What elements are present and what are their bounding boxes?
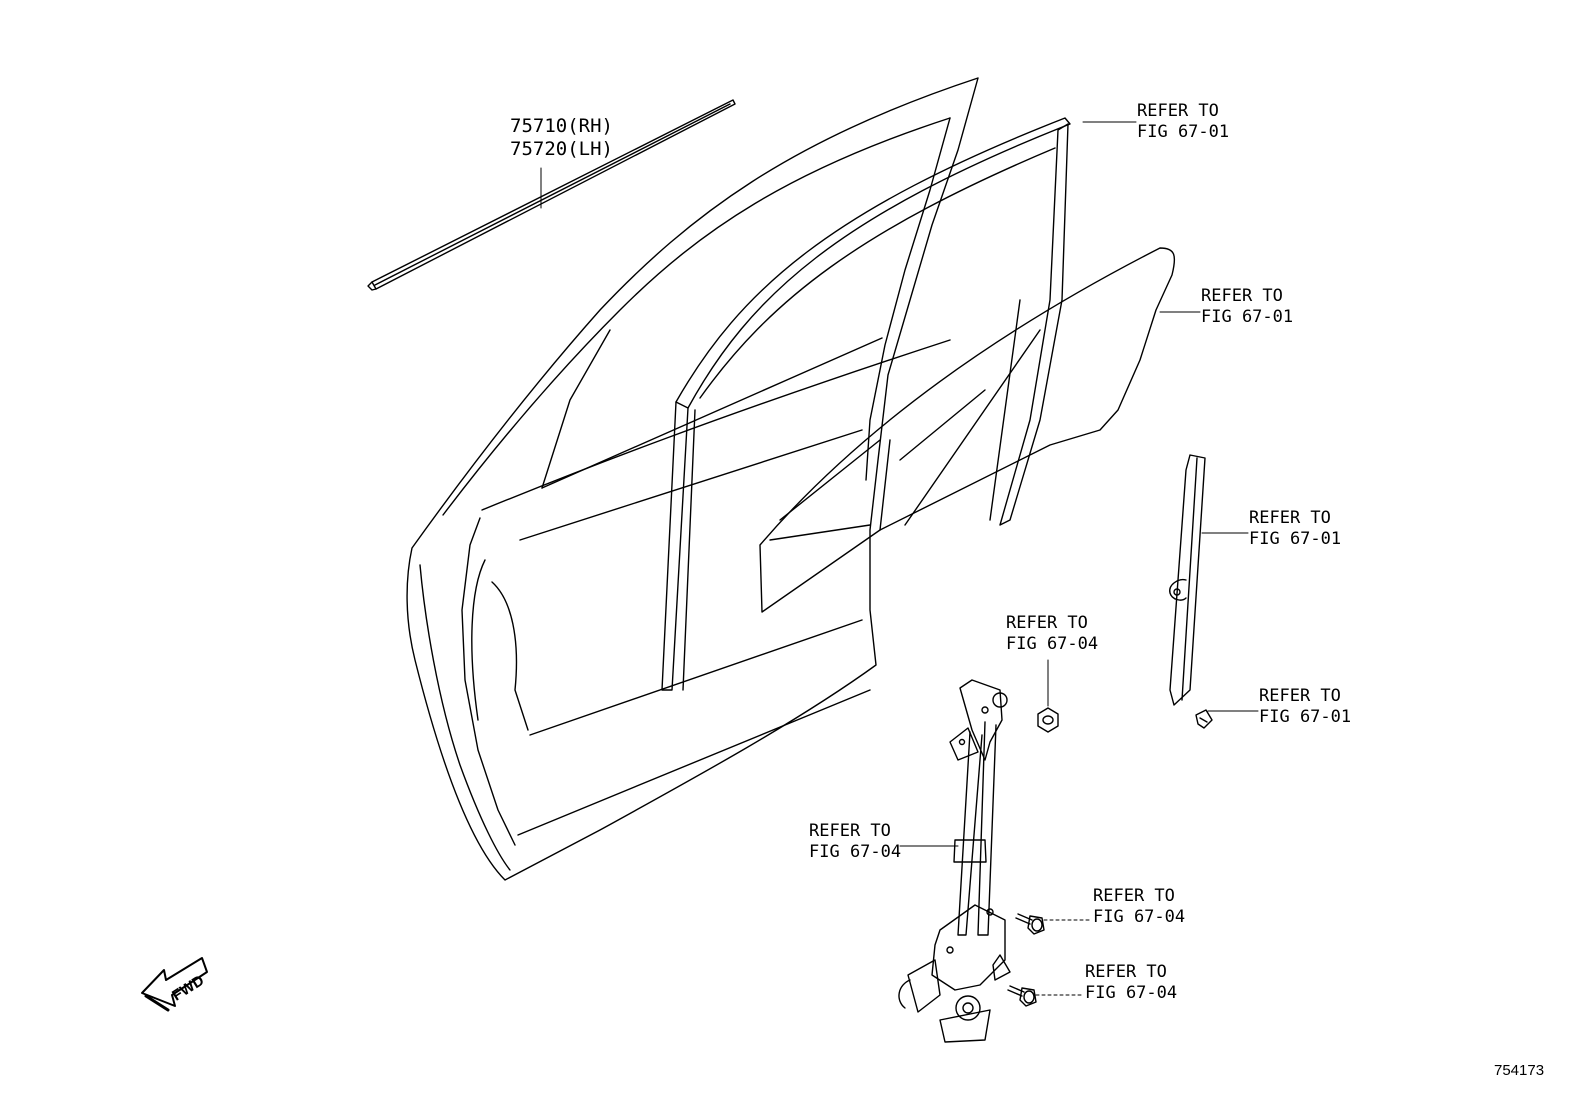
figure-id: 754173 bbox=[1494, 1062, 1545, 1079]
rear-lower-sash-channel[interactable] bbox=[1169, 454, 1206, 706]
door-frame-channel[interactable] bbox=[661, 117, 1071, 691]
ref-clip-line2: FIG 67-01 bbox=[1259, 707, 1352, 727]
bolt-lower[interactable] bbox=[1007, 985, 1037, 1007]
ref-bolt-upper-line1: REFER TO bbox=[1093, 886, 1175, 906]
ref-rear-channel-line1: REFER TO bbox=[1249, 508, 1331, 528]
bolt-upper[interactable] bbox=[1015, 913, 1045, 935]
ref-frame-line1: REFER TO bbox=[1137, 101, 1219, 121]
ref-glass-line2: FIG 67-01 bbox=[1201, 307, 1294, 327]
window-regulator[interactable] bbox=[898, 679, 1011, 1043]
ref-bolt-lower-line1: REFER TO bbox=[1085, 962, 1167, 982]
ref-bolt-upper-line2: FIG 67-04 bbox=[1093, 907, 1186, 927]
ref-bolt-lower-line2: FIG 67-04 bbox=[1085, 983, 1178, 1003]
leader-lines bbox=[540, 121, 1259, 996]
ref-regulator-line2: FIG 67-04 bbox=[809, 842, 902, 862]
ref-regulator-line1: REFER TO bbox=[809, 821, 891, 841]
part-number-rh: 75710(RH) bbox=[510, 115, 613, 137]
channel-clip[interactable] bbox=[1195, 709, 1213, 729]
ref-frame-line2: FIG 67-01 bbox=[1137, 122, 1230, 142]
ref-clip-line1: REFER TO bbox=[1259, 686, 1341, 706]
belt-molding[interactable] bbox=[367, 99, 736, 291]
ref-nut-line2: FIG 67-04 bbox=[1006, 634, 1099, 654]
door-glass[interactable] bbox=[759, 247, 1176, 613]
fwd-arrow-icon: FWD bbox=[141, 957, 208, 1012]
ref-nut-line1: REFER TO bbox=[1006, 613, 1088, 633]
ref-rear-channel-line2: FIG 67-01 bbox=[1249, 529, 1342, 549]
part-number-lh: 75720(LH) bbox=[510, 138, 613, 160]
door-panel[interactable] bbox=[406, 77, 979, 881]
ref-glass-line1: REFER TO bbox=[1201, 286, 1283, 306]
nut[interactable] bbox=[1037, 707, 1059, 733]
